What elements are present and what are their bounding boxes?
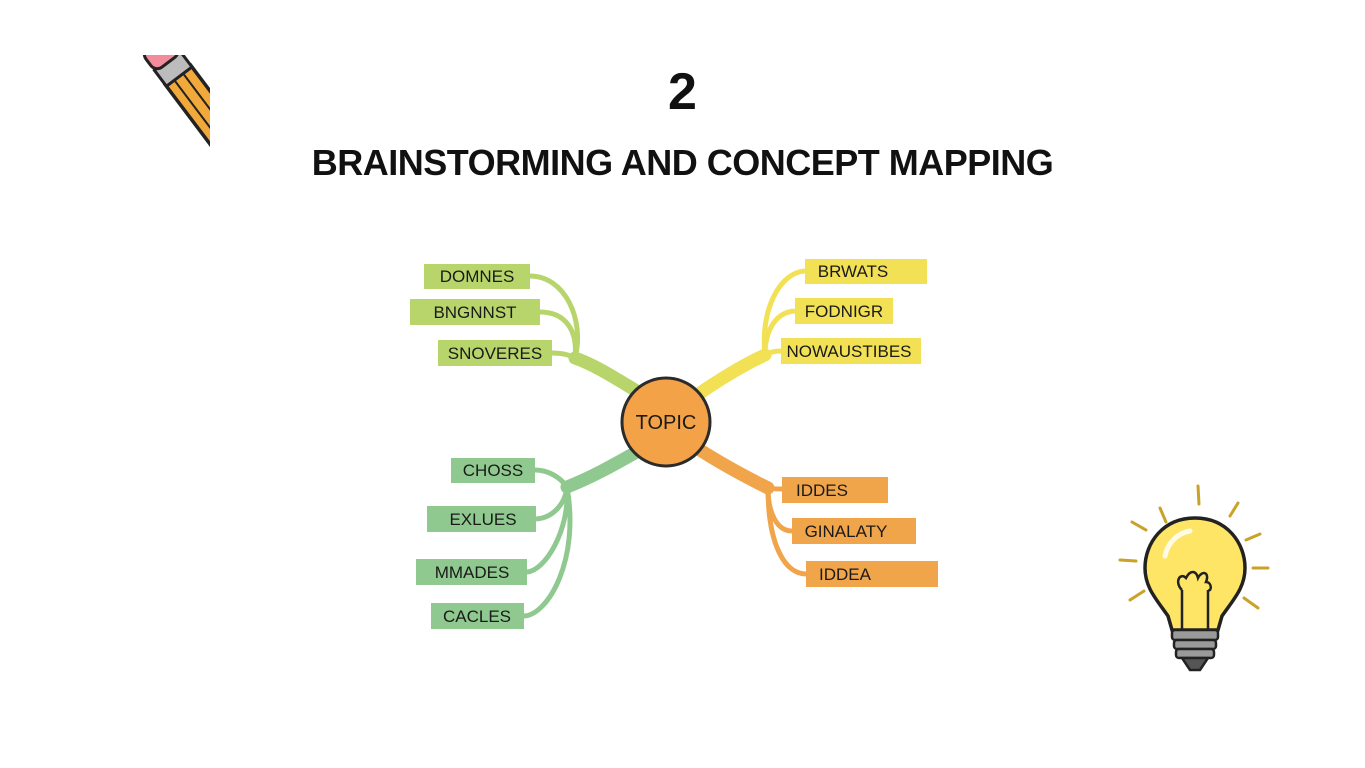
- branch-trunk-2: [693, 348, 772, 400]
- node-box-3-4: [431, 603, 524, 629]
- branch-1-twig-3: [551, 350, 577, 361]
- lightbulb-icon: [1118, 484, 1270, 672]
- branch-3-twig-1: [534, 467, 570, 489]
- topic-label: TOPIC: [636, 412, 697, 434]
- node-box-1-1: [424, 264, 530, 289]
- node-label-3-1: CHOSS: [463, 461, 523, 480]
- node-box-3-2: [427, 506, 536, 532]
- light-rays: [1118, 484, 1270, 610]
- node-box-2-3: [781, 338, 921, 364]
- node-label-3-4: CACLES: [443, 607, 511, 626]
- node-label-3-3: MMADES: [435, 563, 510, 582]
- branch-4-twig-3: [765, 487, 807, 577]
- branch-1-twig-2: [539, 309, 578, 359]
- branch-trunk-1: [568, 351, 647, 400]
- node-label-1-1: DOMNES: [440, 267, 515, 286]
- node-box-3-1: [451, 458, 535, 483]
- slide-number: 2: [668, 63, 697, 121]
- node-label-4-2: GINALATY: [805, 522, 888, 541]
- pencil-icon: [142, 55, 210, 185]
- node-box-3-3: [416, 559, 527, 585]
- branch-3-twig-4: [523, 486, 573, 619]
- node-box-2-2: [795, 298, 893, 324]
- node-label-3-2: EXLUES: [449, 510, 516, 529]
- node-box-1-2: [410, 299, 540, 325]
- slide-title: BRAINSTORMING AND CONCEPT MAPPING: [311, 142, 1054, 183]
- branch-2-twig-2: [762, 308, 796, 356]
- node-box-1-3: [438, 340, 552, 366]
- branch-trunk-3: [560, 443, 647, 494]
- node-box-2-1: [805, 259, 927, 284]
- node-label-1-3: SNOVERES: [448, 344, 542, 363]
- node-label-4-3: IDDEA: [819, 565, 872, 584]
- node-box-4-1: [782, 477, 888, 503]
- node-label-1-2: BNGNNST: [433, 303, 516, 322]
- node-box-4-3: [806, 561, 938, 587]
- node-label-2-2: FODNIGR: [805, 302, 883, 321]
- node-box-4-2: [792, 518, 916, 544]
- topic-node: [620, 376, 712, 468]
- branch-3-twig-2: [535, 486, 570, 522]
- branch-2-twig-3: [763, 348, 782, 358]
- node-label-4-1: IDDES: [796, 481, 848, 500]
- node-label-2-1: BRWATS: [818, 262, 889, 281]
- branch-trunk-4: [693, 443, 775, 495]
- node-label-2-3: NOWAUSTIBES: [787, 342, 912, 361]
